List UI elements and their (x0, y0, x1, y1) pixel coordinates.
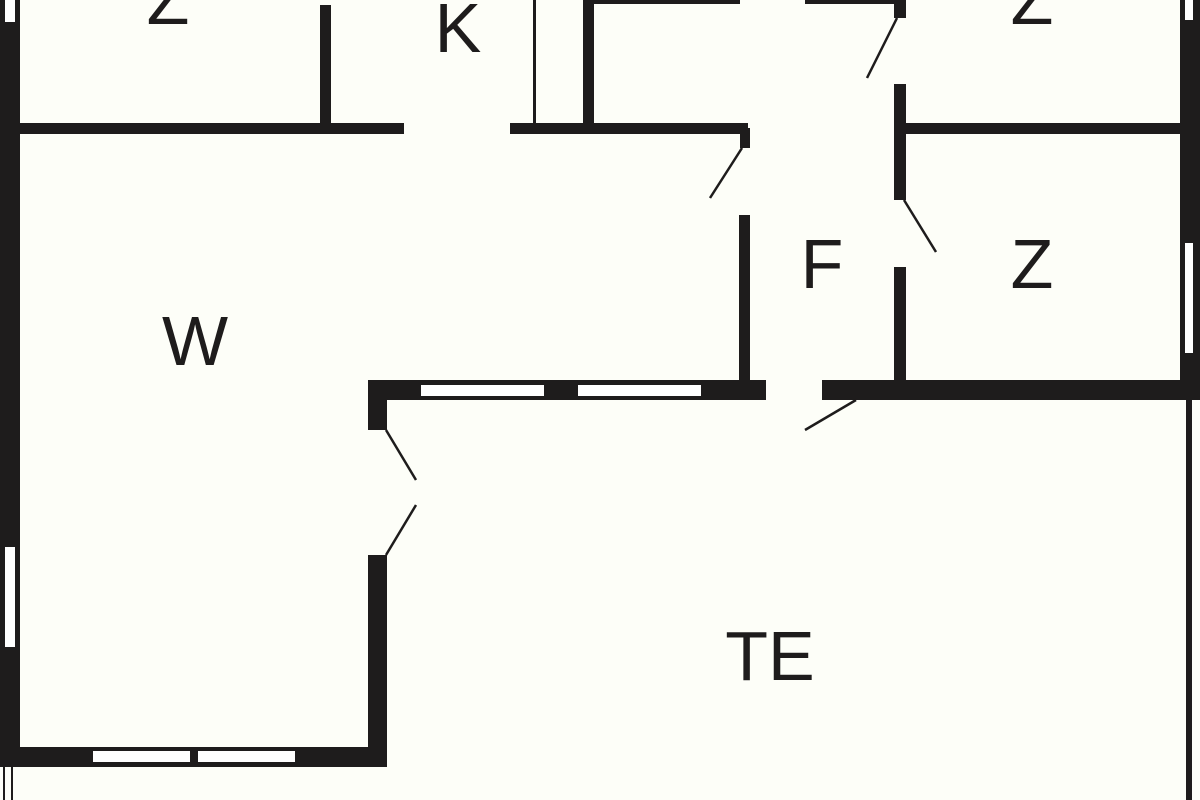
window (1185, 243, 1193, 353)
door-swing (804, 398, 857, 432)
kitchen-counter-line (533, 0, 536, 124)
wall-f-right-a (894, 0, 906, 18)
room-label-z: Z (147, 0, 190, 39)
wall-k-w (510, 123, 748, 134)
wall-bottom-left-line-b (11, 767, 13, 800)
wall-z-z (905, 123, 1180, 134)
room-label-w: W (162, 302, 228, 380)
room-label-z: Z (1011, 0, 1054, 39)
room-label-z: Z (1011, 225, 1054, 303)
wall-f-top-b (805, 0, 900, 4)
window (5, 0, 15, 22)
window (93, 751, 190, 762)
room-label-te: TE (725, 617, 814, 695)
wall-bottom (0, 747, 387, 767)
wall-f-left-a (740, 128, 750, 148)
door-swing (865, 17, 899, 79)
room-label-k: K (435, 0, 482, 67)
wall-f-right-b (894, 84, 906, 200)
wall-left-outer (0, 0, 20, 767)
room-label-f: F (801, 225, 844, 303)
window (421, 385, 544, 396)
door-swing (902, 199, 938, 253)
wall-w-te-b (368, 555, 387, 767)
wall-f-left-b (739, 215, 750, 381)
wall-te-top (822, 380, 1200, 400)
wall-te-right (1186, 400, 1192, 800)
wall-w-te-a (368, 380, 387, 430)
wall-f-top-a (583, 0, 740, 4)
wall-f-right-c (894, 267, 906, 381)
door-swing (384, 504, 418, 556)
doors (384, 17, 938, 556)
window (5, 547, 15, 647)
window (1185, 0, 1193, 20)
window (198, 751, 295, 762)
door-swing (708, 147, 744, 199)
wall-z-w (18, 123, 404, 134)
door-swing (384, 429, 418, 481)
wall-z-k (320, 5, 331, 129)
wall-k-f (583, 0, 594, 128)
wall-bottom-left-line-a (3, 767, 5, 800)
window (578, 385, 701, 396)
windows (5, 0, 1193, 762)
